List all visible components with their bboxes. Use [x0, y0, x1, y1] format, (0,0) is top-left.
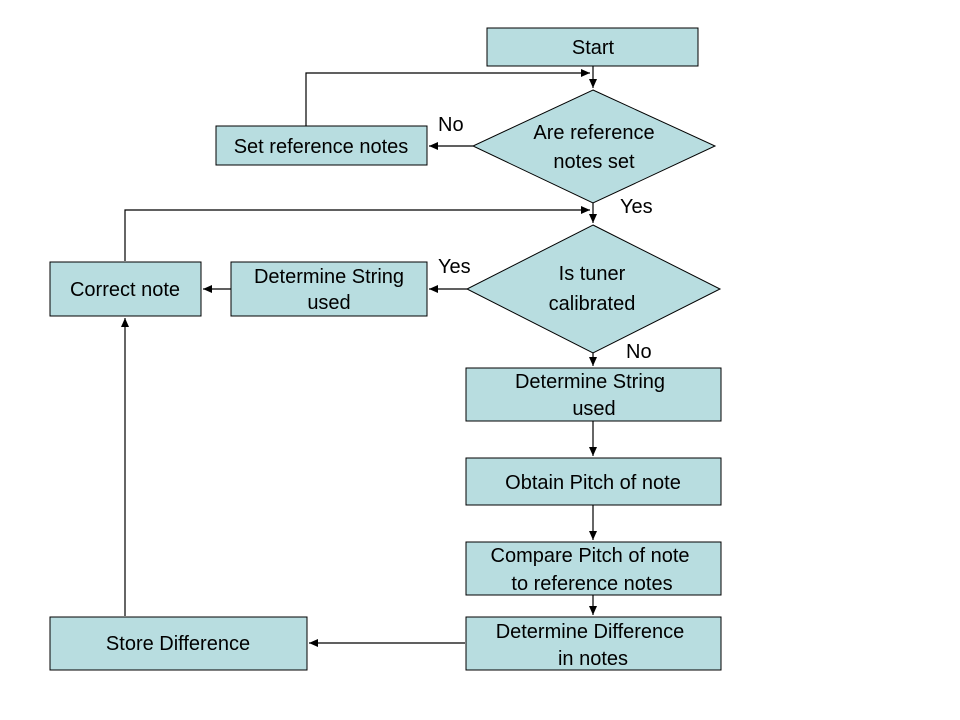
node-obtain-pitch-label: Obtain Pitch of note [505, 472, 681, 494]
edge-label-ref-no: No [438, 114, 464, 136]
node-compare-pitch-line-1: Compare Pitch of note [491, 545, 690, 567]
edge-label-tuner-yes: Yes [438, 256, 471, 278]
node-start: Start [486, 27, 699, 67]
decision-tuner-line-2: calibrated [549, 293, 636, 315]
decision-tuner-line-1: Is tuner [559, 263, 626, 285]
node-store-difference: Store Difference [49, 616, 308, 671]
node-compare-pitch: Compare Pitch of note to reference notes [465, 541, 722, 596]
node-compare-pitch-line-2: to reference notes [511, 573, 672, 595]
decision-tuner-calibrated: Is tuner calibrated [465, 224, 722, 354]
edge-setref-loop [305, 69, 590, 126]
node-start-label: Start [572, 37, 615, 59]
node-determine-difference-line-2: in notes [558, 648, 628, 670]
connectors [121, 66, 597, 647]
node-determine-string-mid-line-2: used [572, 398, 615, 420]
node-determine-string-left: Determine String used [230, 261, 428, 317]
node-store-difference-label: Store Difference [106, 633, 250, 655]
edge-correct-loop [124, 206, 590, 261]
decision-ref-set-line-2: notes set [553, 151, 635, 173]
node-determine-string-mid: Determine String used [465, 367, 722, 422]
node-set-reference: Set reference notes [215, 125, 428, 166]
node-determine-string-mid-line-1: Determine String [515, 371, 665, 393]
edge-label-tuner-no: No [626, 341, 652, 363]
node-determine-string-left-line-2: used [307, 292, 350, 314]
node-determine-difference: Determine Difference in notes [465, 616, 722, 671]
decision-ref-set: Are reference notes set [471, 89, 717, 204]
node-correct-note-label: Correct note [70, 279, 180, 301]
node-determine-difference-line-1: Determine Difference [496, 621, 685, 643]
node-obtain-pitch: Obtain Pitch of note [465, 457, 722, 506]
node-determine-string-left-line-1: Determine String [254, 266, 404, 288]
node-correct-note: Correct note [49, 261, 202, 317]
decision-ref-set-line-1: Are reference [533, 122, 654, 144]
node-set-reference-label: Set reference notes [234, 136, 409, 158]
edge-label-ref-yes: Yes [620, 196, 653, 218]
